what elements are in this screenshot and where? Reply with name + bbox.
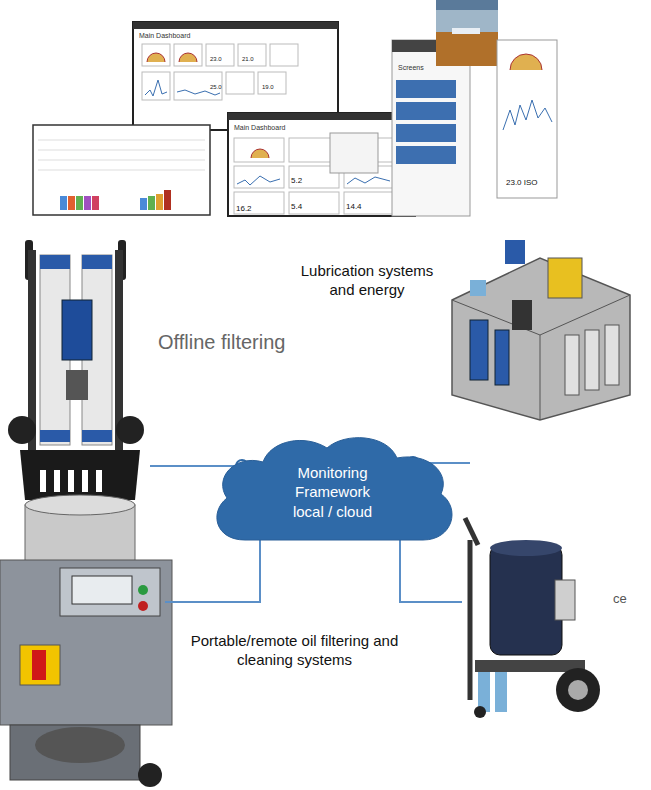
screen-text: 16.2 [236,204,252,214]
screen-text: 14.4 [346,202,362,212]
equipment-label: Lubrication systems and energy [292,262,442,300]
equipment-label: ce [613,591,627,607]
screen-text: 25.0 [210,84,222,92]
screen-text: 5.4 [291,202,302,212]
screen-text: Main Dashboard [234,124,285,133]
screen-text: 21.0 [242,56,254,64]
equipment-label: Offline filtering [158,330,285,355]
cloud-text: Monitoring Framework local / cloud [280,463,385,522]
screen-text: Main Dashboard [139,32,190,41]
screen-text: 19.0 [262,84,274,92]
cloud-node: Monitoring Framework local / cloud [205,432,460,552]
screen-text: 23.0 [210,56,222,64]
screen-text: 5.2 [291,176,302,186]
screen-text: 23.0 ISO [506,178,538,188]
equipment-label: Portable/remote oil filtering and cleani… [187,632,402,670]
screen-text: Screens [398,64,424,73]
